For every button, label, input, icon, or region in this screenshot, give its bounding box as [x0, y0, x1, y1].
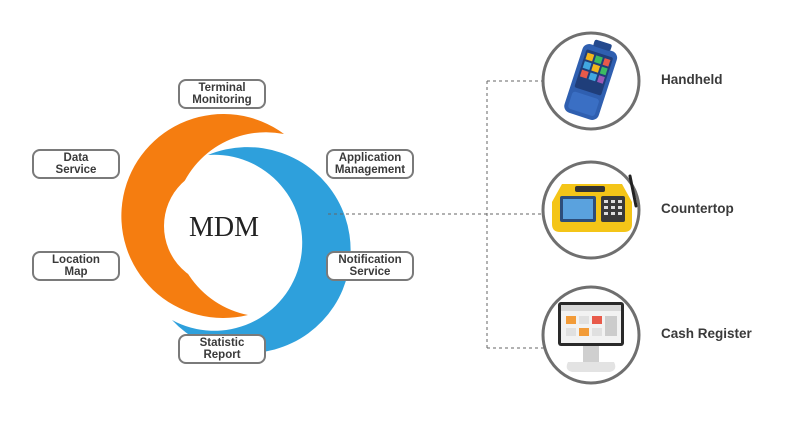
countertop-icon [552, 174, 638, 232]
application-management-line2: Management [334, 164, 406, 176]
cash-register-icon [558, 302, 624, 372]
cash-register-device [541, 285, 641, 385]
statistic-report-line2: Report [203, 349, 241, 361]
blue-crescent [172, 147, 351, 354]
countertop-label: Countertop [661, 201, 734, 216]
handheld-icon [564, 39, 618, 120]
connector-lines [328, 80, 545, 349]
application-management-label: Application Management [326, 149, 414, 179]
notification-service-label: Notification Service [326, 251, 414, 281]
center-title: MDM [189, 212, 259, 243]
center-disc [164, 166, 284, 286]
notification-service-line1: Notification [338, 254, 402, 266]
statistic-report-label: Statistic Report [178, 334, 266, 364]
statistic-report-line1: Statistic [199, 337, 245, 349]
location-map-line1: Location [52, 254, 100, 266]
terminal-monitoring-line2: Monitoring [192, 94, 252, 106]
notification-service-line2: Service [349, 266, 391, 278]
orange-crescent [121, 114, 284, 319]
location-map-label: Location Map [32, 251, 120, 281]
handheld-label: Handheld [661, 72, 723, 87]
cash-register-label: Cash Register [661, 326, 752, 341]
application-management-line1: Application [338, 152, 402, 164]
terminal-monitoring-label: Terminal Monitoring [178, 79, 266, 109]
terminal-monitoring-line1: Terminal [198, 82, 246, 94]
data-service-line2: Service [55, 164, 97, 176]
countertop-device [541, 160, 641, 260]
data-service-label: Data Service [32, 149, 120, 179]
handheld-device [541, 31, 641, 131]
data-service-line1: Data [63, 152, 89, 164]
location-map-line2: Map [64, 266, 88, 278]
